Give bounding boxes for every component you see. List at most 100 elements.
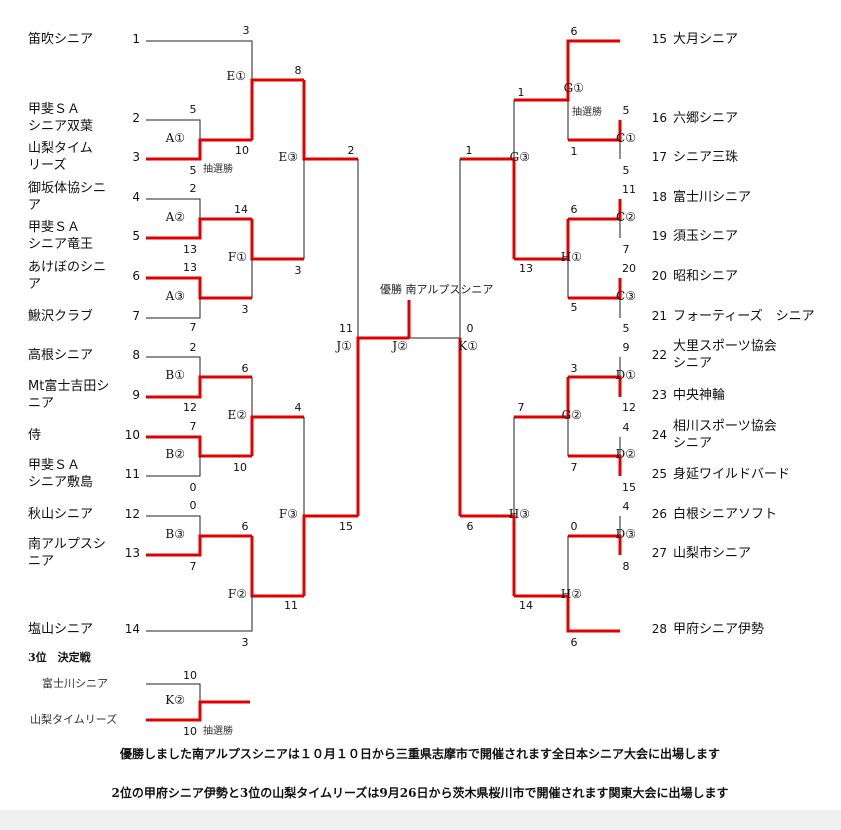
team-name-left-11: 甲斐ＳＡ (28, 458, 81, 473)
score-e3-top: 8 (294, 64, 302, 77)
seed-number-left: 1 (132, 32, 140, 46)
match-label-b3: B③ (165, 527, 185, 541)
score-j1-left: 11 (339, 322, 353, 335)
team-name-left-13: ニア (28, 554, 55, 569)
team-name-left-14: 塩山シニア (28, 622, 94, 637)
match-label-f3: F③ (278, 507, 298, 521)
score-c2-top: 11 (622, 183, 636, 196)
line-a1-bot (146, 138, 252, 161)
score-e2-bot: 10 (233, 461, 247, 474)
team-name-left-6: ア (28, 277, 42, 292)
seed-number-left: 8 (132, 348, 140, 362)
footer-line-1: 優勝しました南アルプスシニアは１０月１０日から三重県志摩市で開催されます全日本シ… (120, 747, 720, 761)
match-label-d3: D③ (615, 527, 636, 541)
score-f2-14: 3 (241, 636, 249, 649)
match-label-g1: G① (563, 81, 584, 95)
team-name-right-17: シニア三珠 (673, 150, 739, 165)
match-label-c3: C③ (616, 289, 636, 303)
team-name-right-26: 白根シニアソフト (673, 507, 778, 522)
line-d2-bot (568, 454, 622, 476)
team-name-right-28: 甲府シニア伊勢 (673, 622, 765, 637)
match-label-a2: A② (165, 210, 185, 224)
score-g3-top: 1 (517, 86, 525, 99)
line-f3-bot (302, 514, 358, 596)
match-label-k1: K① (458, 339, 478, 353)
bottom-strip (0, 810, 841, 830)
third-place-team-bottom: 山梨タイムリーズ (30, 714, 118, 726)
match-label-j2: J② (392, 339, 408, 353)
team-name-right-15: 大月シニア (673, 32, 739, 47)
score-b1-top: 2 (189, 341, 197, 354)
match-label-k2: K② (165, 693, 185, 707)
team-name-left-10: 侍 (28, 428, 42, 443)
score-h3-top: 7 (517, 401, 525, 414)
match-label-d1: D① (615, 368, 636, 382)
seed-number-right: 20 (651, 269, 667, 283)
score-a3-seed7: 7 (189, 321, 197, 334)
score-a3-top: 13 (183, 261, 197, 274)
team-name-right-24: 相川スポーツ協会 (673, 419, 777, 434)
score-a2-bot: 13 (183, 243, 197, 256)
match-label-e1: E① (226, 69, 246, 83)
score-f2-top: 6 (241, 520, 249, 533)
team-name-right-27: 山梨市シニア (673, 546, 752, 561)
team-name-right-16: 六郷シニア (673, 111, 739, 126)
bracket-lines (146, 39, 622, 722)
team-name-right-19: 須玉シニア (673, 229, 739, 244)
team-name-left-3: 山梨タイム (28, 141, 93, 156)
team-name-left-2: 甲斐ＳＡ (28, 102, 81, 117)
score-g1-bot: 1 (570, 145, 578, 158)
score-k2-bot: 10 (183, 725, 197, 738)
score-h2-bot: 6 (570, 636, 578, 649)
score-d1-bot: 12 (622, 401, 636, 414)
seed-number-left: 7 (132, 309, 140, 323)
score-e1-bot: 10 (235, 144, 249, 157)
match-label-a1: A① (165, 131, 185, 145)
seed-number-right: 28 (651, 622, 667, 636)
match-label-h2: H② (560, 587, 582, 601)
team-name-right-22: 大里スポーツ協会 (673, 339, 777, 354)
score-f3-top: 4 (294, 401, 302, 414)
score-c2-bot: 7 (622, 243, 630, 256)
lottery-note-k2: 抽選勝 (203, 726, 233, 737)
score-h3-bot: 14 (519, 599, 533, 612)
score-j2-right: 1 (465, 144, 473, 157)
line-g1-top (514, 39, 620, 102)
match-label-a3: A③ (165, 289, 185, 303)
score-h1-top: 6 (570, 203, 578, 216)
seed-number-right: 27 (651, 546, 667, 560)
line-b3-top (146, 515, 201, 536)
team-name-left-8: 高根シニア (28, 348, 94, 363)
seed-number-right: 15 (651, 32, 667, 46)
team-name-left-1: 笛吹シニア (28, 32, 94, 47)
score-k1-bot: 6 (466, 520, 474, 533)
score-d2-top: 4 (622, 421, 630, 434)
team-name-left-9: Mt富士吉田シ (28, 379, 110, 394)
line-e2-bot (250, 415, 304, 456)
line-c3-top (568, 278, 622, 300)
score-a3-bot: 3 (241, 303, 249, 316)
line-a3-top (146, 276, 252, 300)
score-c3-bot: 5 (622, 322, 630, 335)
line-h2-bot (514, 594, 620, 633)
score-f1-top: 14 (234, 203, 248, 216)
score-a2-top: 2 (189, 182, 197, 195)
score-b2-top: 7 (189, 420, 197, 433)
team-name-left-9: ニア (28, 396, 55, 411)
third-place-team-top: 富士川シニア (42, 677, 108, 690)
seed-number-left: 10 (124, 428, 140, 442)
match-label-h1: H① (560, 250, 582, 264)
seed-number-right: 18 (651, 190, 667, 204)
match-label-e3: E③ (278, 150, 298, 164)
line-b2-bot (146, 456, 201, 477)
score-b1-bot: 12 (183, 401, 197, 414)
team-name-left-4: 御坂体協シニ (28, 181, 107, 196)
line-e1-bot (250, 78, 304, 140)
match-label-g3: G③ (509, 150, 530, 164)
match-label-j1: J① (336, 339, 352, 353)
lottery-note-g1: 抽選勝 (572, 107, 602, 118)
match-label-h3: H③ (508, 507, 530, 521)
score-c3-top: 20 (622, 262, 636, 275)
line-h3-bot (460, 514, 516, 596)
seed-number-left: 13 (124, 546, 140, 560)
